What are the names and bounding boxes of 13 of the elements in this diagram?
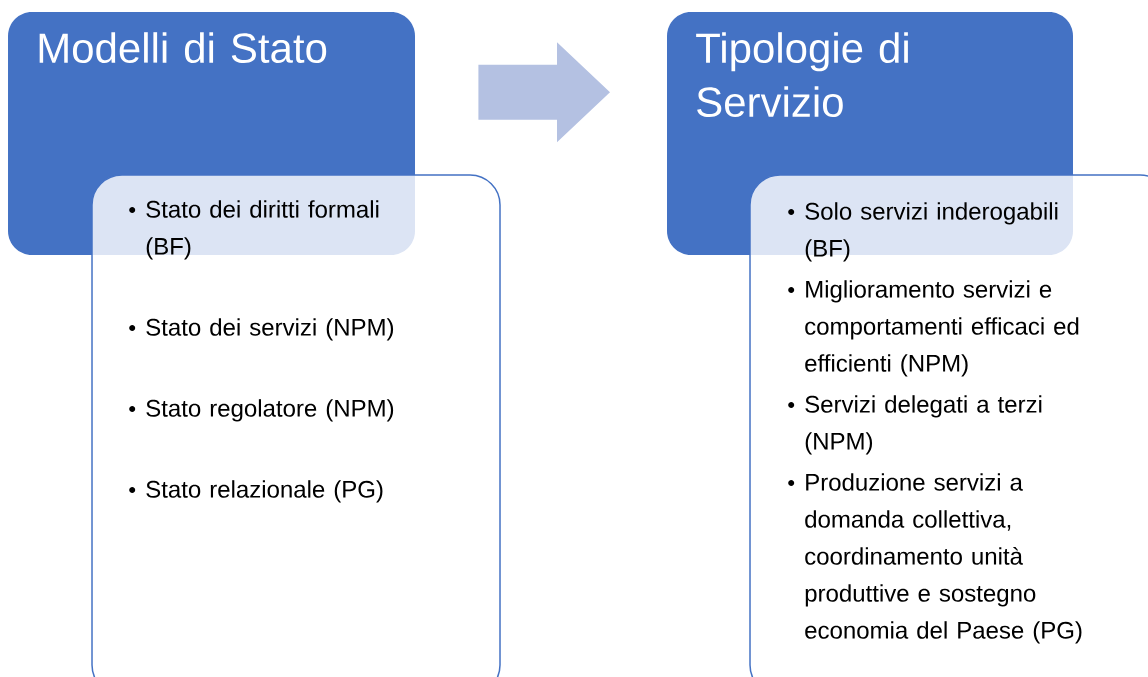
bullet-item: Stato dei diritti formali (BF) (146, 200, 379, 260)
bullet-item: Servizi delegati a terzi (NPM) (805, 395, 1042, 455)
block-arrow (478, 42, 610, 143)
list-box (8, 174, 501, 677)
bullet-item: Produzione servizi a domanda collettiva, coordinamento unità produttive e sostegno economia del Paese (PG) (805, 473, 1082, 644)
heading-box: Tipologie di Servizio (667, 12, 1073, 175)
bullet-item: Solo servizi inderogabili (BF) (805, 202, 1058, 262)
list-box (667, 174, 1148, 677)
bullet-item: Miglioramento servizi e comportamenti efficaci ed efficienti (NPM) (805, 280, 1079, 377)
bullet-item: Stato dei servizi (NPM) (146, 318, 394, 341)
heading-box: Modelli di Stato (8, 12, 415, 175)
bullet-item: Stato regolatore (NPM) (146, 399, 394, 422)
bullet-item: Stato relazionale (PG) (146, 480, 383, 503)
